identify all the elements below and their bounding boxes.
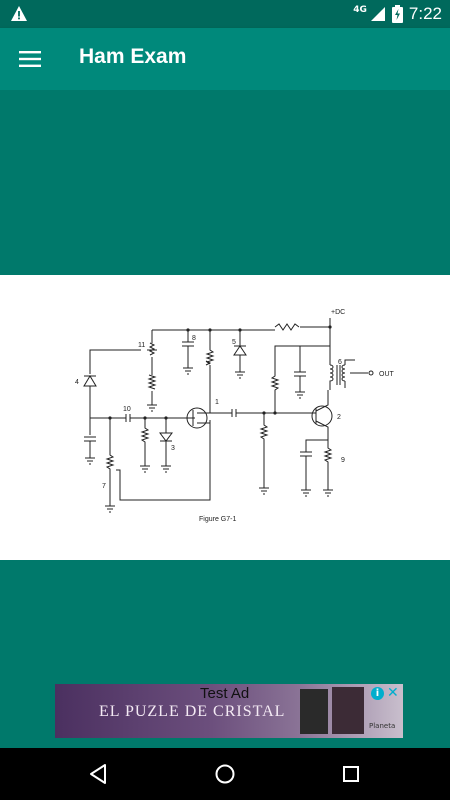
warning-icon — [11, 6, 27, 21]
back-icon — [90, 764, 106, 784]
menu-button[interactable] — [16, 46, 44, 72]
label-out: OUT — [379, 371, 395, 378]
home-button[interactable] — [212, 761, 238, 787]
ad-book-image-2 — [332, 687, 364, 734]
ad-label: Test Ad — [200, 685, 250, 702]
network-type: 4G — [353, 5, 367, 15]
label-11: 11 — [138, 342, 145, 349]
label-3: 3 — [171, 445, 175, 452]
label-7: 7 — [102, 483, 106, 490]
status-bar: 4G 7:22 — [0, 0, 450, 28]
battery-charging-icon — [391, 5, 403, 23]
label-9: 9 — [341, 457, 345, 464]
menu-icon — [19, 51, 41, 67]
status-icons: 4G 7:22 — [353, 0, 442, 28]
close-icon[interactable]: ✕ — [387, 685, 399, 701]
circuit-diagram: +DC OUT 1 2 3 4 5 6 7 8 9 10 11 — [75, 309, 395, 513]
ad-headline: EL PUZLE DE CRISTAL — [99, 703, 286, 720]
clock: 7:22 — [408, 4, 442, 23]
label-5: 5 — [232, 339, 236, 346]
label-6: 6 — [338, 359, 342, 366]
label-10: 10 — [123, 406, 131, 413]
label-8: 8 — [192, 335, 196, 342]
back-button[interactable] — [85, 761, 111, 787]
label-4: 4 — [75, 379, 79, 386]
ad-book-image — [300, 689, 328, 734]
info-icon[interactable]: i — [371, 687, 384, 700]
figure-caption: Figure G7-1 — [199, 516, 237, 523]
ad-banner[interactable]: Test Ad EL PUZLE DE CRISTAL Planeta i ✕ — [55, 684, 403, 738]
label-1: 1 — [215, 399, 219, 406]
recents-button[interactable] — [338, 761, 364, 787]
page-title: Ham Exam — [79, 45, 187, 68]
home-icon — [215, 764, 235, 784]
label-dc: +DC — [331, 309, 345, 316]
signal-icon — [370, 7, 385, 21]
recents-icon — [343, 766, 359, 782]
question-figure: +DC OUT 1 2 3 4 5 6 7 8 9 10 11 — [0, 275, 450, 560]
app-bar: Ham Exam — [0, 28, 450, 90]
label-2: 2 — [337, 414, 341, 421]
ad-brand: Planeta — [369, 722, 396, 730]
navigation-bar — [0, 748, 450, 800]
